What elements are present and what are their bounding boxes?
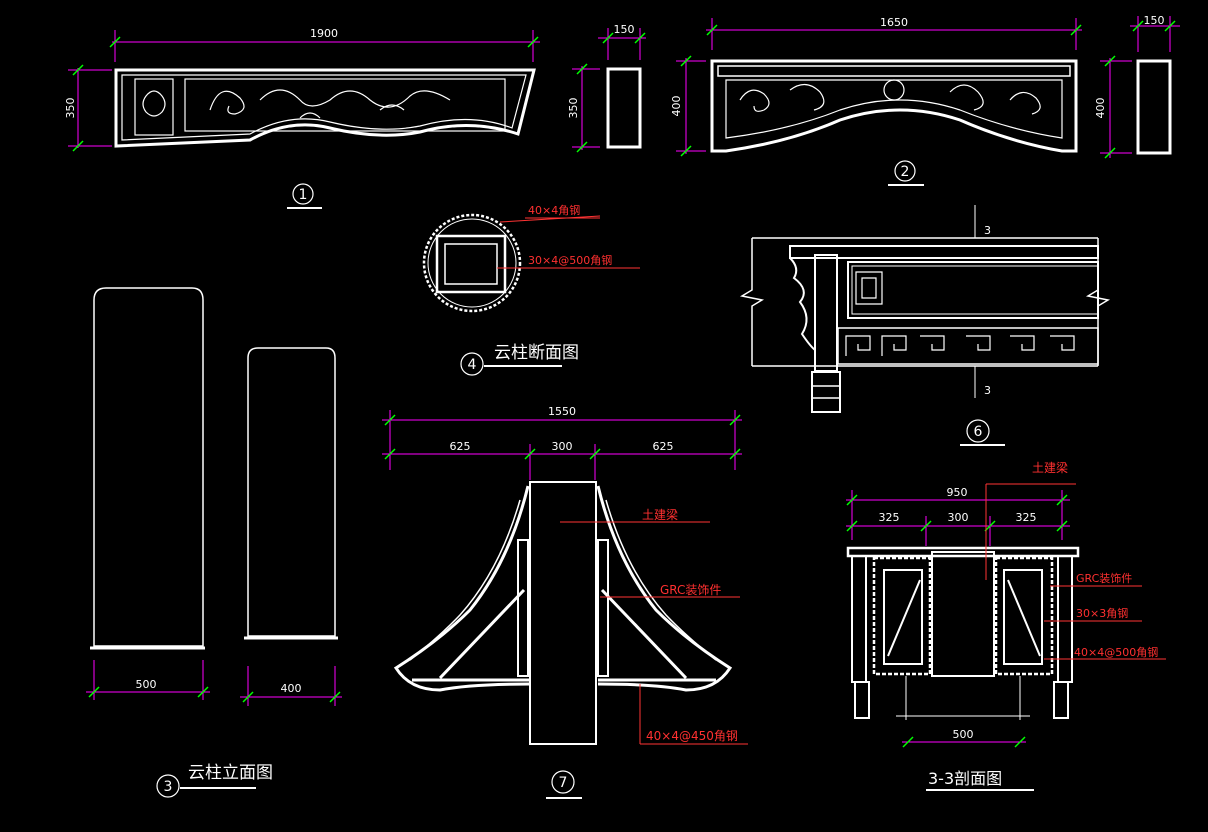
label-grc-a: GRC装饰件 [660, 583, 721, 597]
view-1-beam-elevation: 1900 350 [64, 27, 540, 152]
section-mark-3-bottom: 3 [984, 384, 991, 397]
view-7-bracket-section: 1550 625 300 625 土建梁 GRC装饰件 40×4@450角钢 [382, 405, 748, 745]
dim-950: 950 [947, 486, 968, 499]
view-4-title: 云柱断面图 [494, 343, 579, 363]
view-4-column-section: 40×4角钢 30×4@500角钢 [422, 204, 640, 313]
view-3-3-title: 3-3剖面图 [928, 769, 1002, 788]
view-number-4: 4 [468, 357, 477, 373]
view-2-beam-elevation: 1650 400 [670, 16, 1082, 157]
view-number-2: 2 [901, 164, 910, 180]
label-angle-30x4-500: 30×4@500角钢 [528, 254, 612, 267]
label-grc-b: GRC装饰件 [1076, 571, 1132, 585]
dim-1900: 1900 [310, 27, 338, 40]
dim-500-b: 500 [953, 728, 974, 741]
dim-350-a: 350 [64, 98, 77, 119]
dim-325-b: 325 [1016, 511, 1037, 524]
label-angle-30x3: 30×3角钢 [1076, 607, 1128, 620]
dim-150-b: 150 [1144, 14, 1165, 27]
view-3-title: 云柱立面图 [188, 763, 273, 783]
dim-625-b: 625 [653, 440, 674, 453]
dim-325-a: 325 [879, 511, 900, 524]
label-angle-40x4-500: 40×4@500角钢 [1074, 646, 1158, 659]
label-angle-40x4-450: 40×4@450角钢 [646, 729, 738, 743]
view-number-7: 7 [559, 775, 568, 791]
view-number-6: 6 [974, 424, 983, 440]
view-3-cloud-columns: 500 400 [86, 287, 342, 706]
view-3-3-section: 950 325 300 325 500 土建梁 GRC装饰件 [846, 460, 1166, 748]
label-angle-40x4: 40×4角钢 [528, 204, 580, 217]
dim-625-a: 625 [450, 440, 471, 453]
dim-150-a: 150 [614, 23, 635, 36]
dim-300-a: 300 [552, 440, 573, 453]
view-6-elevation-detail: 3 3 [739, 205, 1111, 413]
view-2-side-block: 150 400 [1094, 14, 1180, 159]
dim-1550: 1550 [548, 405, 576, 418]
dim-400-b: 400 [1094, 98, 1107, 119]
dim-400-a: 400 [670, 96, 683, 117]
dim-300-b: 300 [948, 511, 969, 524]
dim-400-c: 400 [281, 682, 302, 695]
dim-350-b: 350 [567, 98, 580, 119]
view-1-side-block: 150 350 [567, 23, 646, 153]
label-civil-beam-a: 土建梁 [642, 507, 678, 522]
label-civil-beam-b: 土建梁 [1032, 460, 1068, 475]
view-number-1: 1 [299, 187, 308, 203]
dim-1650: 1650 [880, 16, 908, 29]
section-mark-3-top: 3 [984, 224, 991, 237]
dim-500-a: 500 [136, 678, 157, 691]
view-number-3: 3 [164, 779, 173, 795]
